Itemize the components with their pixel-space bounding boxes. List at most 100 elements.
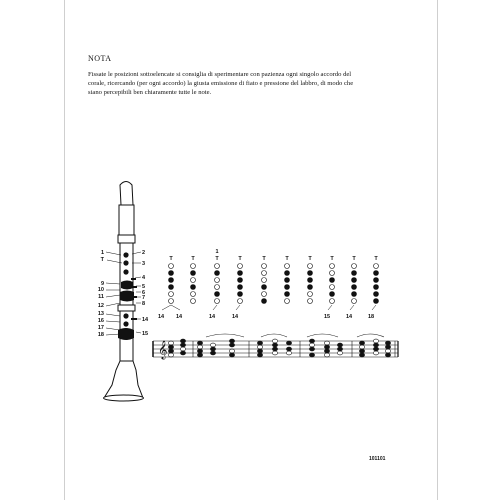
fingering-leader-line (170, 304, 181, 311)
thumb-label: T (215, 256, 219, 262)
thumb-label: T (169, 256, 173, 262)
key-number-label: 15 (142, 331, 148, 337)
closed-hole (190, 270, 196, 276)
open-hole (214, 298, 220, 304)
open-hole (284, 298, 290, 304)
open-hole (307, 263, 313, 269)
key-number-label: 10 (98, 287, 104, 293)
note-head (309, 346, 315, 352)
open-hole (214, 263, 220, 269)
note-head (180, 342, 186, 348)
note-head (359, 344, 365, 350)
note-head (385, 340, 391, 346)
open-hole (329, 270, 335, 276)
closed-hole (329, 277, 335, 283)
fingering-leader-line (371, 304, 377, 311)
thumb-label: T (308, 256, 312, 262)
clarinet-leader-lines (105, 251, 142, 336)
key-number-label: 8 (142, 301, 145, 307)
paragraph-line: siano percepibili ben chiaramente tutte … (88, 89, 212, 97)
key-number-label: 17 (98, 325, 104, 331)
open-hole (168, 298, 174, 304)
note-head (229, 342, 235, 348)
closed-hole (351, 270, 357, 276)
open-hole (168, 291, 174, 297)
staff-notes (168, 338, 391, 358)
closed-hole (351, 277, 357, 283)
thumb-label: T (352, 256, 356, 262)
note-head (197, 348, 203, 354)
open-hole (329, 263, 335, 269)
note-head (337, 346, 343, 352)
note-head (337, 350, 343, 356)
fingering-bottom-label: 14 (158, 314, 165, 320)
note-head (272, 342, 278, 348)
note-head (309, 342, 315, 348)
note-head (272, 346, 278, 352)
closed-hole (307, 284, 313, 290)
note-head (210, 350, 216, 356)
fingering-bottom-label: 14 (232, 314, 239, 320)
closed-hole (373, 277, 379, 283)
note-head (272, 350, 278, 356)
note-head (286, 340, 292, 346)
key-number-label: 16 (98, 318, 104, 324)
closed-hole (373, 270, 379, 276)
fingering-bottom-label: 15 (324, 314, 330, 320)
key-number-label: 3 (142, 261, 145, 267)
thumb-label: T (191, 256, 195, 262)
note-head (229, 348, 235, 354)
closed-hole (284, 291, 290, 297)
note-head (197, 344, 203, 350)
closed-hole (373, 291, 379, 297)
note-head (373, 350, 379, 356)
closed-hole (168, 270, 174, 276)
note-head (272, 338, 278, 344)
closed-hole (307, 277, 313, 283)
key-number-label: 13 (98, 311, 104, 317)
open-hole (284, 263, 290, 269)
key-number-label: 9 (101, 281, 104, 287)
thumb-label: T (262, 256, 266, 262)
open-hole (237, 263, 243, 269)
open-hole (307, 298, 313, 304)
note-head (309, 352, 315, 358)
key-number-label: 1 (101, 250, 104, 256)
page-number: 101101 (369, 456, 386, 462)
open-hole (237, 298, 243, 304)
closed-hole (237, 291, 243, 297)
note-head (210, 342, 216, 348)
closed-hole (237, 270, 243, 276)
closed-hole (329, 291, 335, 297)
paragraph-line: corale, ricercando (per ogni accordo) la… (88, 80, 354, 88)
slur-marks (205, 333, 385, 338)
thumb-label: T (330, 256, 334, 262)
open-hole (261, 270, 267, 276)
open-hole (190, 263, 196, 269)
note-head (229, 338, 235, 344)
closed-hole (351, 291, 357, 297)
note-head (373, 342, 379, 348)
note-head (257, 340, 263, 346)
open-hole (190, 291, 196, 297)
note-head (180, 338, 186, 344)
open-hole (351, 263, 357, 269)
note-head (168, 352, 174, 358)
fingering-bottom-label: 18 (368, 314, 374, 320)
closed-hole (168, 277, 174, 283)
closed-hole (373, 298, 379, 304)
open-hole (329, 284, 335, 290)
thumb-label: T (238, 256, 242, 262)
note-head (359, 352, 365, 358)
open-hole (261, 277, 267, 283)
key-number-label: 12 (98, 303, 104, 309)
open-hole (214, 284, 220, 290)
open-hole (351, 298, 357, 304)
thumb-label: T (285, 256, 289, 262)
note-head (286, 350, 292, 356)
note-head (180, 350, 186, 356)
fingering-bottom-label: 14 (346, 314, 353, 320)
note-head (359, 340, 365, 346)
fingering-leader-line (327, 304, 333, 311)
note-head (385, 352, 391, 358)
